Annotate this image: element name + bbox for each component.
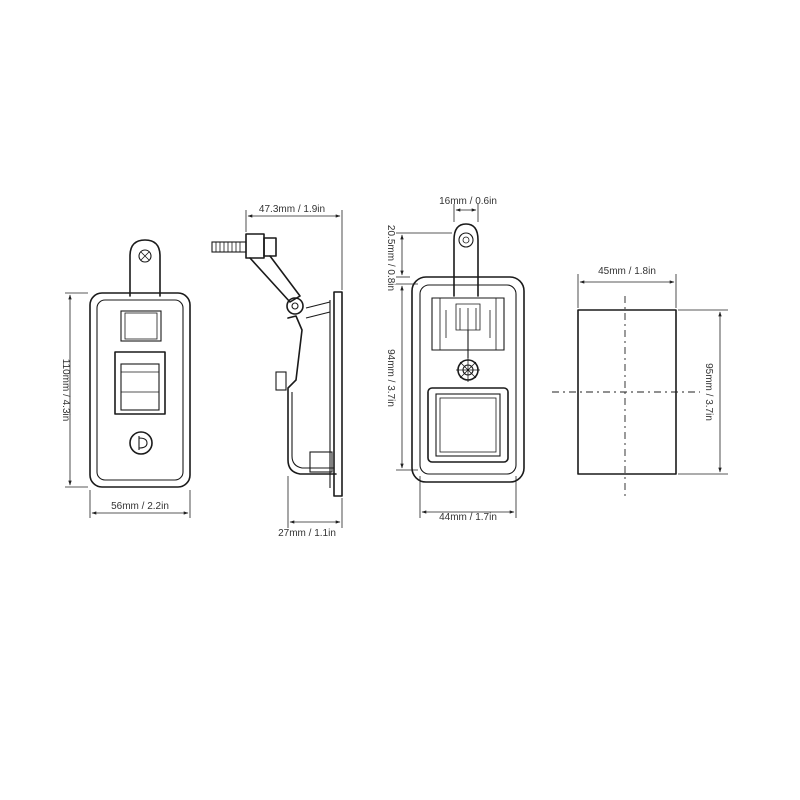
side-top-label: 47.3mm / 1.9in: [259, 204, 325, 215]
back-top-label: 16mm / 0.6in: [439, 196, 497, 207]
side-view: 47.3mm / 1.9in 27mm / 1.1in: [211, 204, 343, 539]
cutout-height-label: 95mm / 3.7in: [703, 363, 714, 421]
back-height-label: 94mm / 3.7in: [385, 349, 396, 407]
cutout-width-label: 45mm / 1.8in: [598, 266, 656, 277]
cutout-template: 45mm / 1.8in 95mm / 3.7in: [552, 266, 728, 500]
back-upper-label: 20.5mm / 0.8in: [385, 225, 396, 291]
side-bottom-label: 27mm / 1.1in: [278, 528, 336, 539]
front-view: 110mm / 4.3in 56mm / 2.2in: [60, 239, 191, 518]
back-width-label: 44mm / 1.7in: [439, 512, 497, 523]
front-width-label: 56mm / 2.2in: [111, 501, 169, 512]
front-height-label: 110mm / 4.3in: [60, 359, 71, 422]
back-view: 16mm / 0.6in 20.5mm / 0.8in 94mm / 3.7in…: [385, 196, 525, 523]
